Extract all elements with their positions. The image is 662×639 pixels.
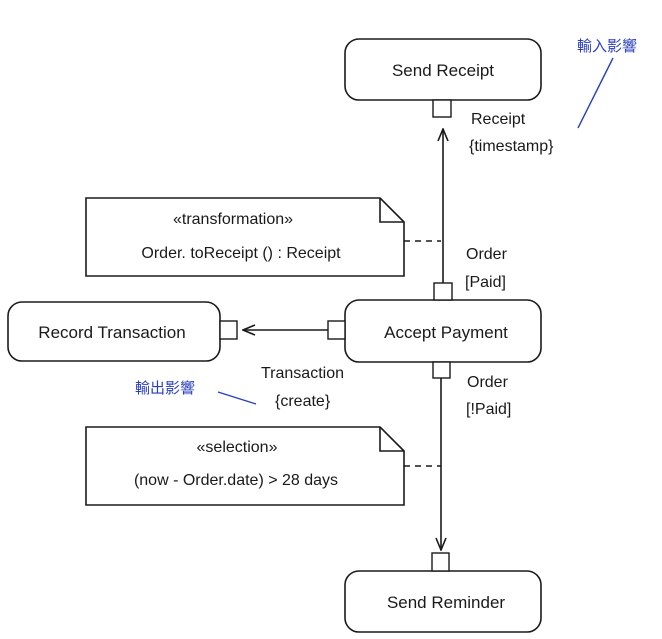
annotation-input-effect-pointer — [577, 57, 614, 129]
pin-order-reminder-input — [431, 552, 450, 572]
note-transformation-body: Order. toReceipt () : Receipt — [141, 245, 341, 262]
action-accept-payment-label: Accept Payment — [384, 323, 508, 342]
pin-order-unpaid-output — [432, 361, 451, 379]
pin-label-receipt: Receipt — [471, 111, 526, 128]
action-send-receipt-label: Send Receipt — [392, 61, 494, 80]
pin-label-transaction: Transaction — [261, 365, 344, 382]
action-accept-payment: Accept Payment — [344, 299, 542, 363]
pin-receipt-input — [432, 99, 452, 118]
pin-label-receipt-prop: {timestamp} — [469, 138, 554, 155]
action-record-transaction-label: Record Transaction — [38, 323, 185, 342]
pin-transaction-input — [219, 320, 238, 340]
pin-label-order-paid: Order — [466, 246, 508, 263]
pin-transaction-output — [327, 320, 346, 340]
annotation-output-effect-pointer — [217, 391, 257, 405]
note-selection-body: (now - Order.date) > 28 days — [134, 472, 338, 489]
pin-label-transaction-prop: {create} — [275, 393, 331, 410]
action-send-receipt: Send Receipt — [344, 38, 542, 101]
action-record-transaction: Record Transaction — [7, 301, 221, 362]
note-selection: «selection» (now - Order.date) > 28 days — [85, 426, 405, 506]
note-transformation-stereotype: «transformation» — [173, 211, 293, 228]
pin-label-order-unpaid: Order — [467, 374, 509, 391]
pin-order-paid-output — [433, 282, 453, 301]
annotation-input-effect: 輸入影響 — [577, 37, 637, 55]
pin-label-order-paid-state: [Paid] — [465, 274, 506, 291]
action-send-reminder-label: Send Reminder — [387, 593, 505, 612]
note-selection-stereotype: «selection» — [197, 439, 278, 456]
action-send-reminder: Send Reminder — [344, 570, 542, 633]
pin-label-order-unpaid-state: [!Paid] — [466, 401, 511, 418]
note-transformation: «transformation» Order. toReceipt () : R… — [85, 197, 405, 277]
annotation-output-effect: 輸出影響 — [135, 379, 195, 397]
